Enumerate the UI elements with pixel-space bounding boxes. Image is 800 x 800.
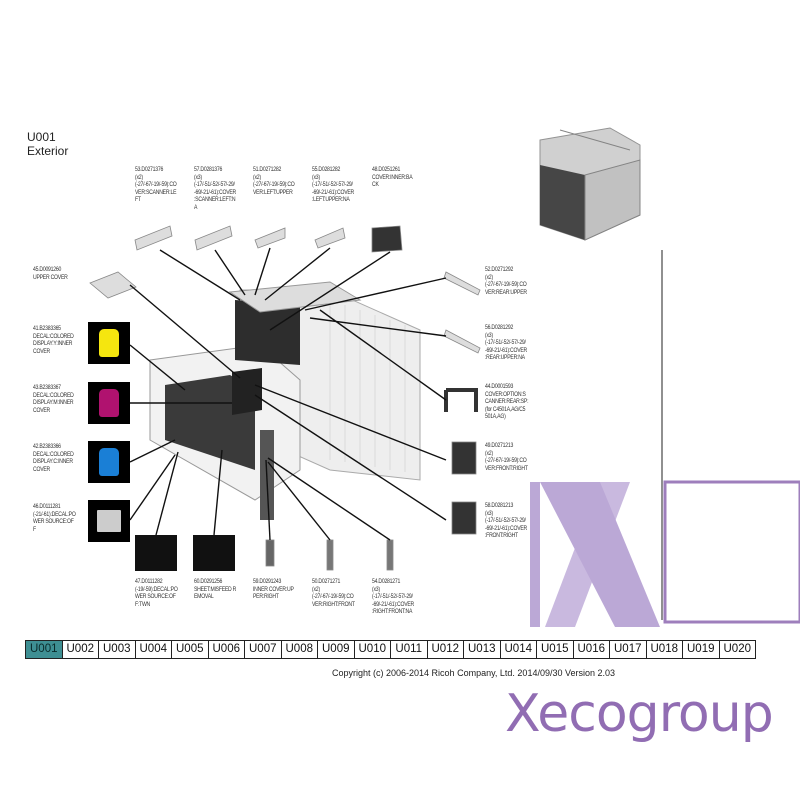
decal-cyan[interactable] [88,441,130,483]
decal-power-source-twn[interactable] [135,535,177,571]
tab-u018[interactable]: U018 [646,641,683,658]
tab-u017[interactable]: U017 [610,641,647,658]
watermark-text: Xecogroup [505,684,774,744]
part-label-41[interactable]: 41.B2383365 DECAL:COLORED DISPLAY:Y:INNE… [33,325,74,355]
part-label-56[interactable]: 56.D0281292 (x3) (-17/-51/-52/-57/-29/ -… [485,324,527,362]
sheet-misfeed-removal[interactable] [193,535,235,571]
tab-u010[interactable]: U010 [354,641,391,658]
tab-u003[interactable]: U003 [99,641,136,658]
part-label-51[interactable]: 51.D0271282 (x2) (-27/-67/-19/-59):CO VE… [253,166,295,196]
tab-u001[interactable]: U001 [26,641,63,658]
overview-thumbnail [539,127,641,241]
copyright-text: Copyright (c) 2006-2014 Ricoh Company, L… [332,668,616,678]
part-label-48[interactable]: 48.D0251261 COVER:INNER:BA CK [372,166,413,189]
part-label-55[interactable]: 55.D0281282 (x3) (-17/-51/-52/-57/-29/ -… [312,166,354,204]
part-label-43[interactable]: 43.B2383367 DECAL:COLORED DISPLAY:M:INNE… [33,384,74,414]
watermark-logo [530,480,800,627]
part-label-42[interactable]: 42.B2383366 DECAL:COLORED DISPLAY:C:INNE… [33,443,74,473]
tab-u011[interactable]: U011 [391,641,428,658]
tab-u014[interactable]: U014 [500,641,537,658]
tab-u005[interactable]: U005 [172,641,209,658]
part-label-44[interactable]: 44.D0001593 COVER:OPTION:S CANNER:REAR:S… [485,383,529,421]
part-label-57[interactable]: 57.D0281376 (x3) (-17/-51/-52/-57/-29/ -… [194,166,236,211]
part-label-49[interactable]: 49.D0271213 (x2) (-27/-67/-19/-59):CO VE… [485,442,528,472]
section-code: U001 [27,130,56,144]
tab-u007[interactable]: U007 [245,641,282,658]
part-label-45[interactable]: 45.D0091260 UPPER COVER [33,266,68,281]
tab-u006[interactable]: U006 [208,641,245,658]
tab-u012[interactable]: U012 [427,641,464,658]
decal-power-source[interactable] [88,500,130,542]
tab-u013[interactable]: U013 [464,641,501,658]
part-label-50[interactable]: 50.D0271271 (x2) (-27/-67/-19/-59):CO VE… [312,578,355,608]
tab-u015[interactable]: U015 [537,641,574,658]
tab-u016[interactable]: U016 [573,641,610,658]
part-label-59[interactable]: 59.D0291243 INNER COVER:UP PER:RIGHT [253,578,294,601]
tab-u002[interactable]: U002 [62,641,99,658]
leader-lines [129,247,447,541]
part-label-52[interactable]: 52.D0271292 (x2) (-27/-67/-19/-59):CO VE… [485,266,527,296]
part-label-58[interactable]: 58.D0281213 (x3) (-17/-51/-52/-57/-29/ -… [485,502,527,540]
tab-u004[interactable]: U004 [135,641,172,658]
tab-u019[interactable]: U019 [683,641,720,658]
part-label-46[interactable]: 46.D0111281 (-21/-61):DECAL:PO WER SOURC… [33,503,76,533]
part-label-54[interactable]: 54.D0281271 (x3) (-17/-51/-52/-57/-29/ -… [372,578,414,616]
decal-magenta[interactable] [88,382,130,424]
tab-u008[interactable]: U008 [281,641,318,658]
part-label-53[interactable]: 53.D0271376 (x2) (-27/-67/-19/-59):CO VE… [135,166,177,204]
decal-yellow[interactable] [88,322,130,364]
tab-u020[interactable]: U020 [719,641,755,658]
part-label-47[interactable]: 47.D0111282 (-19/-59):DECAL:PO WER SOURC… [135,578,178,608]
tab-u009[interactable]: U009 [318,641,355,658]
part-label-60[interactable]: 60.D0291256 SHEET:MISFEED R EMOVAL [194,578,237,601]
part-thumbnails [89,225,481,571]
section-title: Exterior [27,144,69,158]
